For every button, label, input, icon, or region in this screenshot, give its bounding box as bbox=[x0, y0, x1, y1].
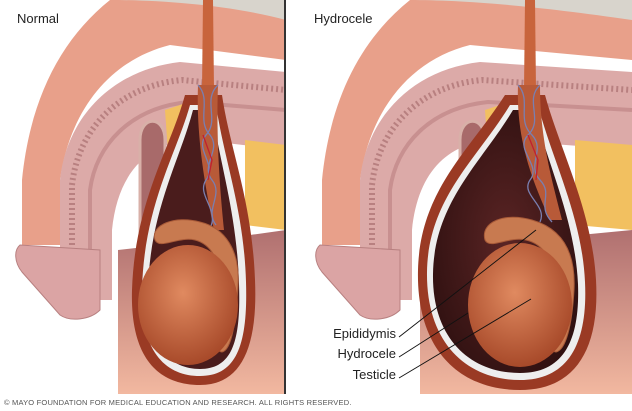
panel-title-normal: Normal bbox=[17, 11, 59, 26]
label-epididymis: Epididymis bbox=[333, 326, 396, 341]
normal-anatomy-panel: Normal bbox=[0, 0, 286, 394]
copyright-notice: © MAYO FOUNDATION FOR MEDICAL EDUCATION … bbox=[4, 398, 352, 407]
label-testicle: Testicle bbox=[352, 367, 396, 382]
normal-anatomy-illustration bbox=[15, 0, 286, 394]
panel-title-hydrocele: Hydrocele bbox=[314, 11, 373, 26]
label-hydrocele: Hydrocele bbox=[337, 346, 396, 361]
